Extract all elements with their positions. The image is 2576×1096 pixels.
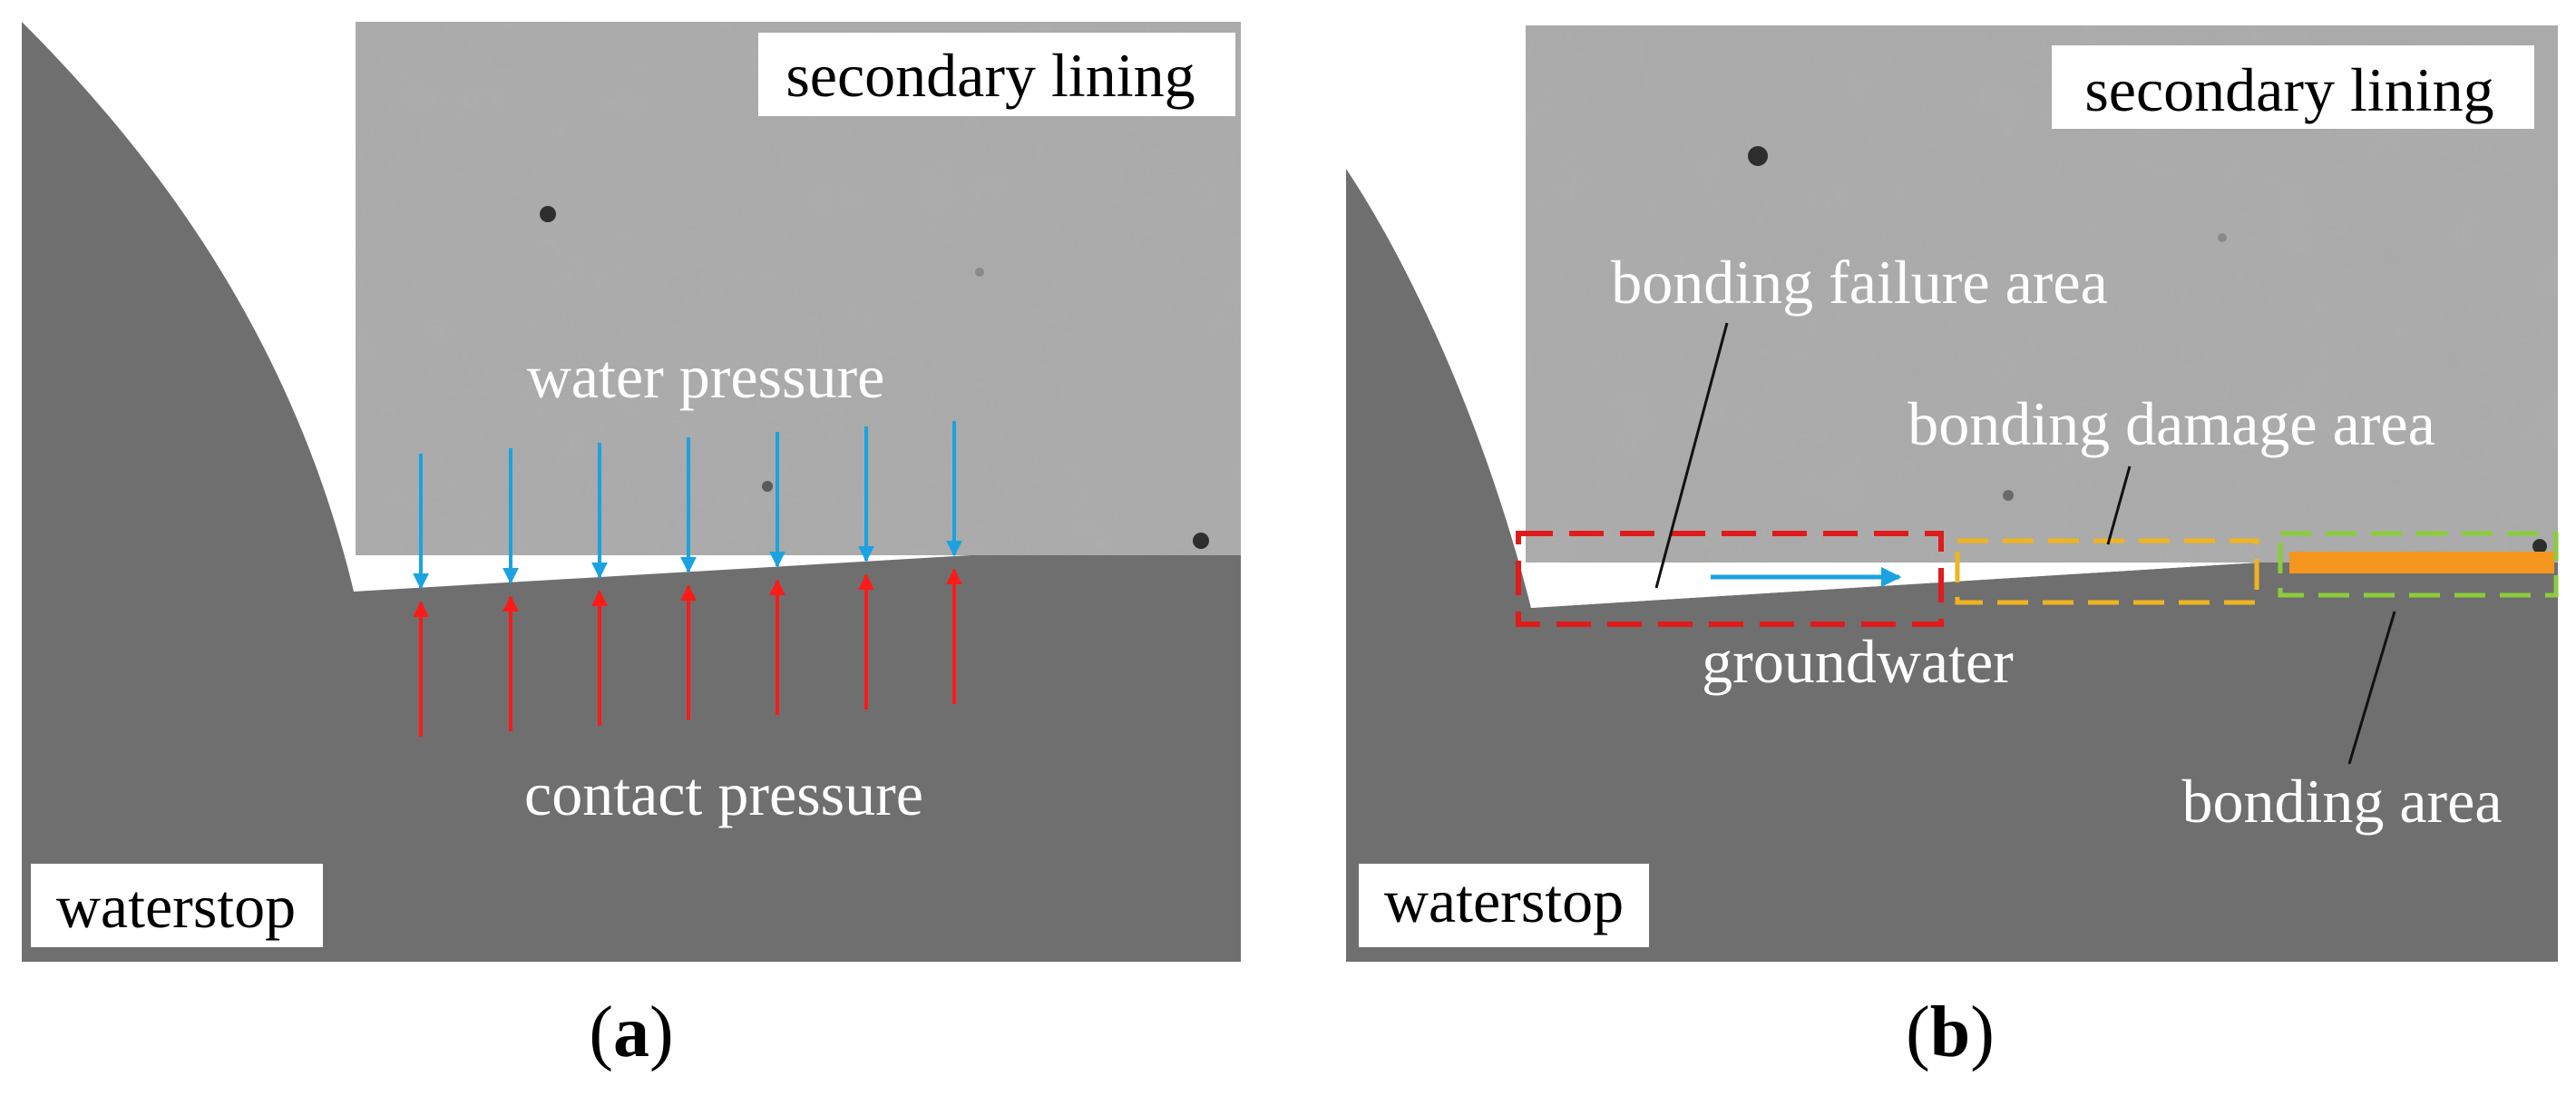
panel-a: secondary lining water pressure contact … <box>22 22 1241 1072</box>
bonding-damage-leader-line <box>2106 465 2132 545</box>
secondary-lining-label-bg <box>758 33 1235 116</box>
contact-pressure-label: contact pressure <box>524 759 923 828</box>
groundwater-label: groundwater <box>1702 627 2014 696</box>
aggregate-spots <box>1748 146 2547 553</box>
bonding-failure-area-label: bonding failure area <box>1611 248 2108 317</box>
bonding-area-box <box>2278 531 2559 598</box>
secondary-lining-label: secondary lining <box>2084 55 2493 124</box>
water-pressure-arrows <box>413 421 962 590</box>
aggregate-spots <box>540 206 1209 549</box>
waterstop-label-bg <box>31 864 323 947</box>
bonding-failure-leader-line <box>1654 322 1729 589</box>
panel-b: secondary lining bonding failure area bo… <box>1346 25 2559 1072</box>
bonding-area-label: bonding area <box>2181 767 2502 836</box>
panel-b-caption: (b) <box>1906 993 1995 1072</box>
bonding-failure-area-box <box>1516 531 1944 627</box>
secondary-lining-label: secondary lining <box>785 41 1195 110</box>
waterstop-label: waterstop <box>1384 866 1624 935</box>
water-pressure-label: water pressure <box>527 342 885 411</box>
bonding-damage-area-box <box>1955 538 2259 605</box>
bonding-area-leader-line <box>2347 611 2396 765</box>
contact-pressure-arrows <box>413 568 962 737</box>
panel-b-caption-letter: b <box>1930 993 1971 1072</box>
waterstop-label: waterstop <box>56 872 296 941</box>
waterstop-body <box>1346 169 2558 962</box>
bonding-damage-area-label: bonding damage area <box>1908 389 2435 458</box>
panel-a-caption-letter: a <box>613 993 649 1072</box>
panel-a-caption: (a) <box>589 993 673 1072</box>
secondary-lining-label-bg <box>2052 45 2534 129</box>
bonding-strip <box>2289 552 2554 573</box>
waterstop-label-bg <box>1359 864 1649 947</box>
waterstop-body <box>22 22 1241 962</box>
